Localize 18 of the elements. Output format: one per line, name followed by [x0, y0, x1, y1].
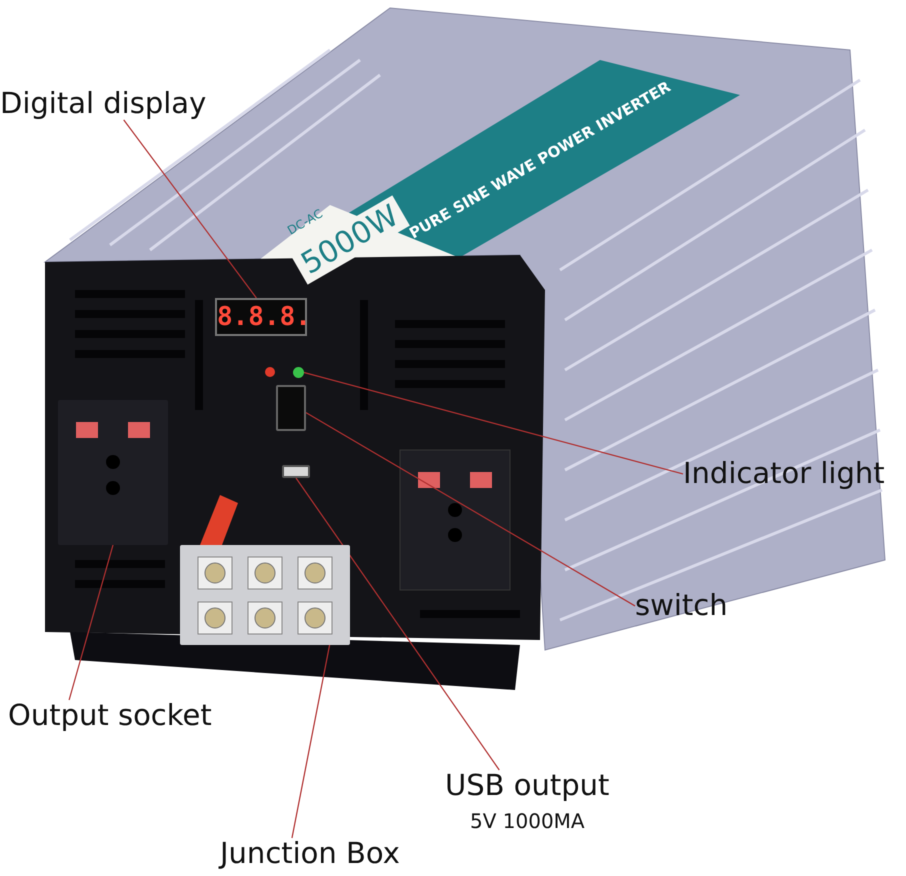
leader-line — [306, 412, 636, 606]
callout-label: USB output — [445, 770, 610, 802]
output-socket — [58, 400, 168, 545]
rating-note: 5V 1000MA — [470, 810, 586, 832]
rocker-switch — [276, 385, 306, 431]
leader-line — [304, 372, 684, 475]
terminal-block — [180, 545, 350, 645]
usb-port — [282, 465, 310, 478]
leader-line — [123, 120, 257, 298]
leader-line — [68, 544, 114, 700]
leader-line — [291, 644, 330, 838]
callout-label: switch — [635, 590, 728, 622]
callout-label: Junction Box — [220, 838, 400, 870]
leader-line — [296, 478, 500, 770]
digital-display: 8.8.8. — [215, 298, 307, 336]
callout-label: Indicator light — [683, 458, 885, 490]
callout-label: Digital display — [0, 88, 206, 120]
callout-label: Output socket — [8, 700, 212, 732]
